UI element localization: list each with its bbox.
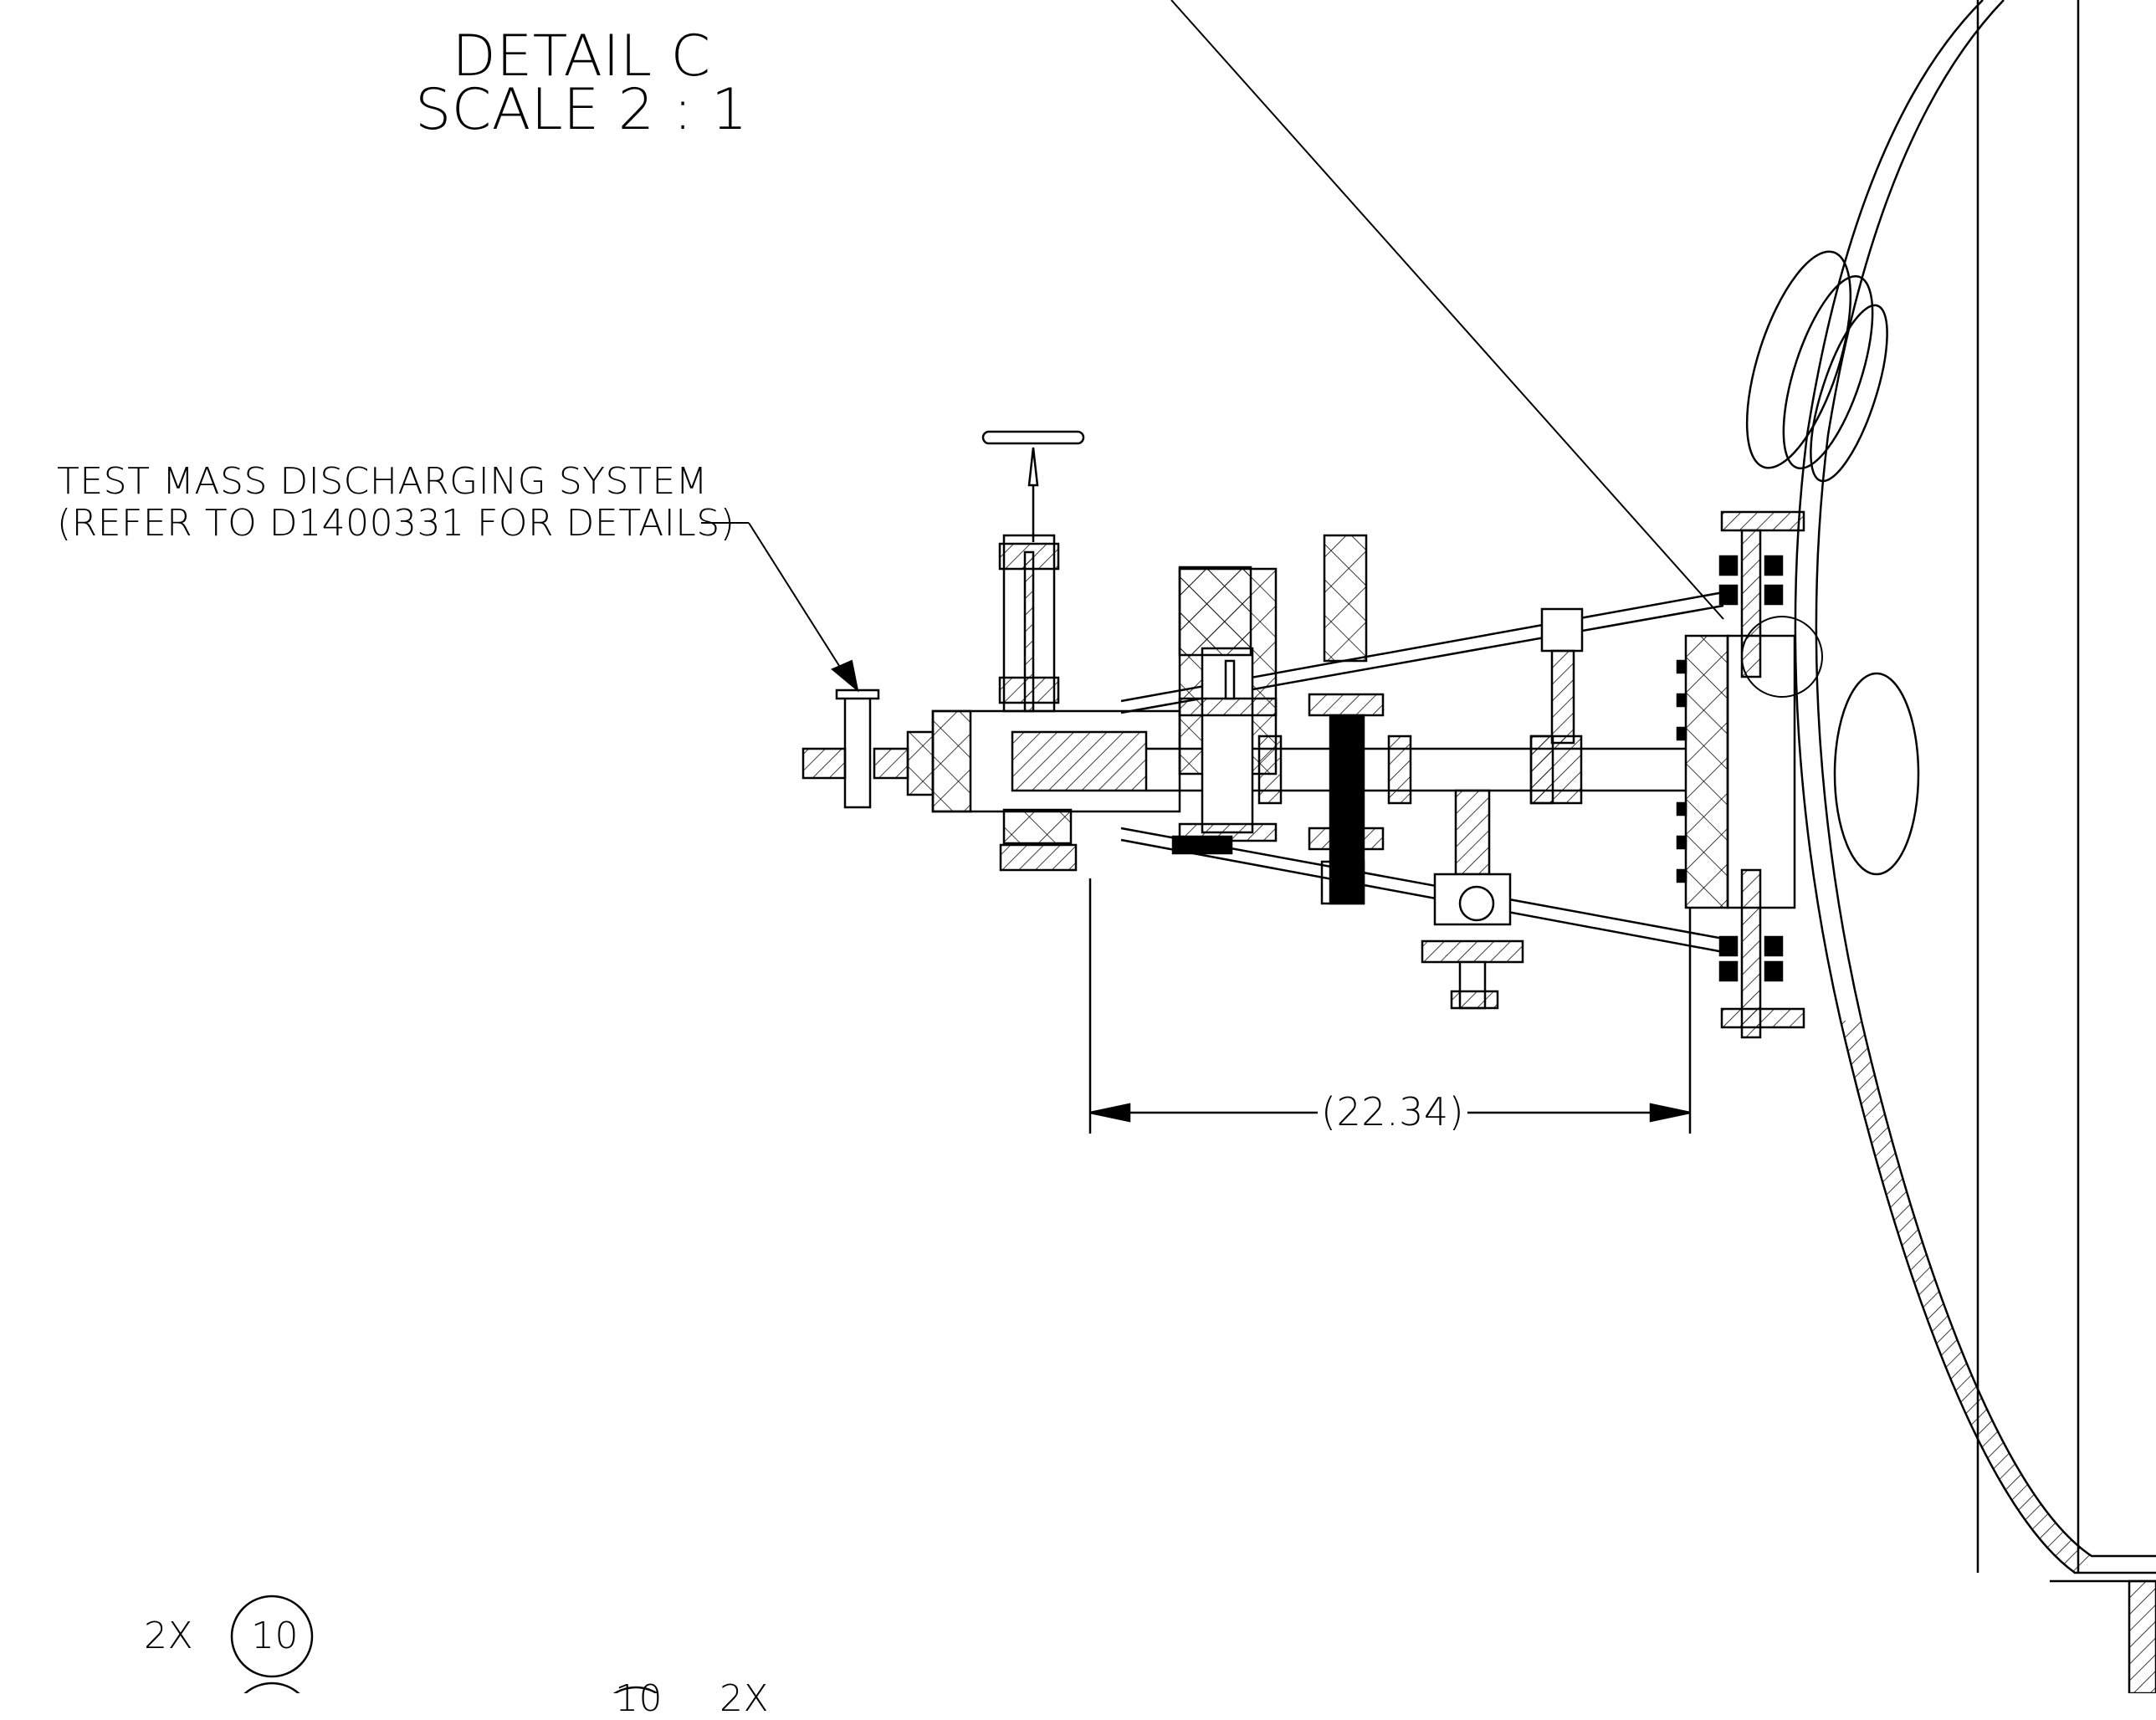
pipe-joints (1257, 735, 1554, 805)
detail-title: DETAIL C (452, 23, 711, 90)
note-leader (701, 522, 859, 693)
detail-scale: SCALE 2 : 1 (415, 77, 748, 143)
note-line-1: TEST MASS DISCHARGING SYSTEM (57, 460, 709, 503)
balloon-item-1: 10 (251, 1615, 299, 1657)
vessel-base-flange (2128, 1579, 2156, 1693)
dimension-22-34 (1088, 878, 1692, 1134)
dimension-value: (22.34) (1318, 1089, 1468, 1134)
vessel-shell (1794, 0, 2156, 1574)
bellows-fitting (1308, 534, 1385, 905)
lower-valve (1421, 789, 1524, 1010)
balloon-item-2: 10 (615, 1677, 663, 1720)
valve-spindle (981, 430, 1085, 542)
right-valve (1529, 607, 1584, 805)
balloon-circle-3 (243, 1682, 300, 1693)
lower-mount-bracket (1718, 868, 1805, 1039)
note-line-2: (REFER TO D1400331 FOR DETAILS) (57, 502, 735, 545)
main-flange (1676, 634, 1796, 909)
left-valve-assembly (931, 534, 1181, 872)
detail-leader-line (1170, 0, 1724, 620)
balloon-circle-1 (230, 1595, 314, 1678)
balloon-qty-1: 2X (144, 1615, 194, 1657)
upper-nozzle-flange (1745, 250, 1888, 483)
gauge-box-left (1171, 566, 1252, 855)
upper-mount-bracket (1718, 510, 1805, 678)
balloon-circle-2 (612, 1686, 659, 1693)
balloon-qty-2: 2X (720, 1677, 770, 1720)
inlet-valve (801, 689, 935, 809)
vessel-wall-hatch (1841, 1021, 2092, 1573)
vessel-port-opening (1833, 672, 1920, 876)
